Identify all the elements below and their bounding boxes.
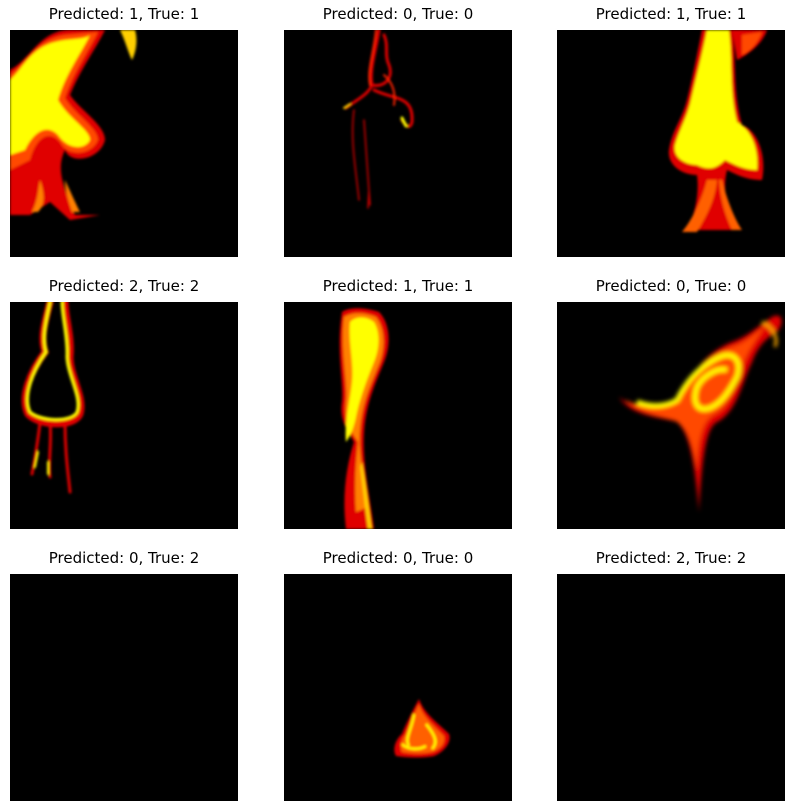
panel-title-7: Predicted: 0, True: 2 (48, 549, 200, 567)
panel-title-8: Predicted: 0, True: 0 (322, 549, 474, 567)
panel-title-4: Predicted: 2, True: 2 (48, 277, 200, 295)
panel-title-9: Predicted: 2, True: 2 (595, 549, 747, 567)
flame-image-6 (557, 302, 785, 529)
flame-image-1 (10, 30, 238, 257)
panel-title-3: Predicted: 1, True: 1 (595, 5, 747, 23)
panel-title-6: Predicted: 0, True: 0 (595, 277, 747, 295)
panel-title-5: Predicted: 1, True: 1 (322, 277, 474, 295)
flame-image-4 (10, 302, 238, 529)
flame-image-8 (284, 574, 512, 801)
flame-image-9 (557, 574, 785, 801)
flame-image-3 (557, 30, 785, 257)
flame-image-5 (284, 302, 512, 529)
panel-title-2: Predicted: 0, True: 0 (322, 5, 474, 23)
flame-image-7 (10, 574, 238, 801)
panel-title-1: Predicted: 1, True: 1 (48, 5, 200, 23)
flame-image-2 (284, 30, 512, 257)
